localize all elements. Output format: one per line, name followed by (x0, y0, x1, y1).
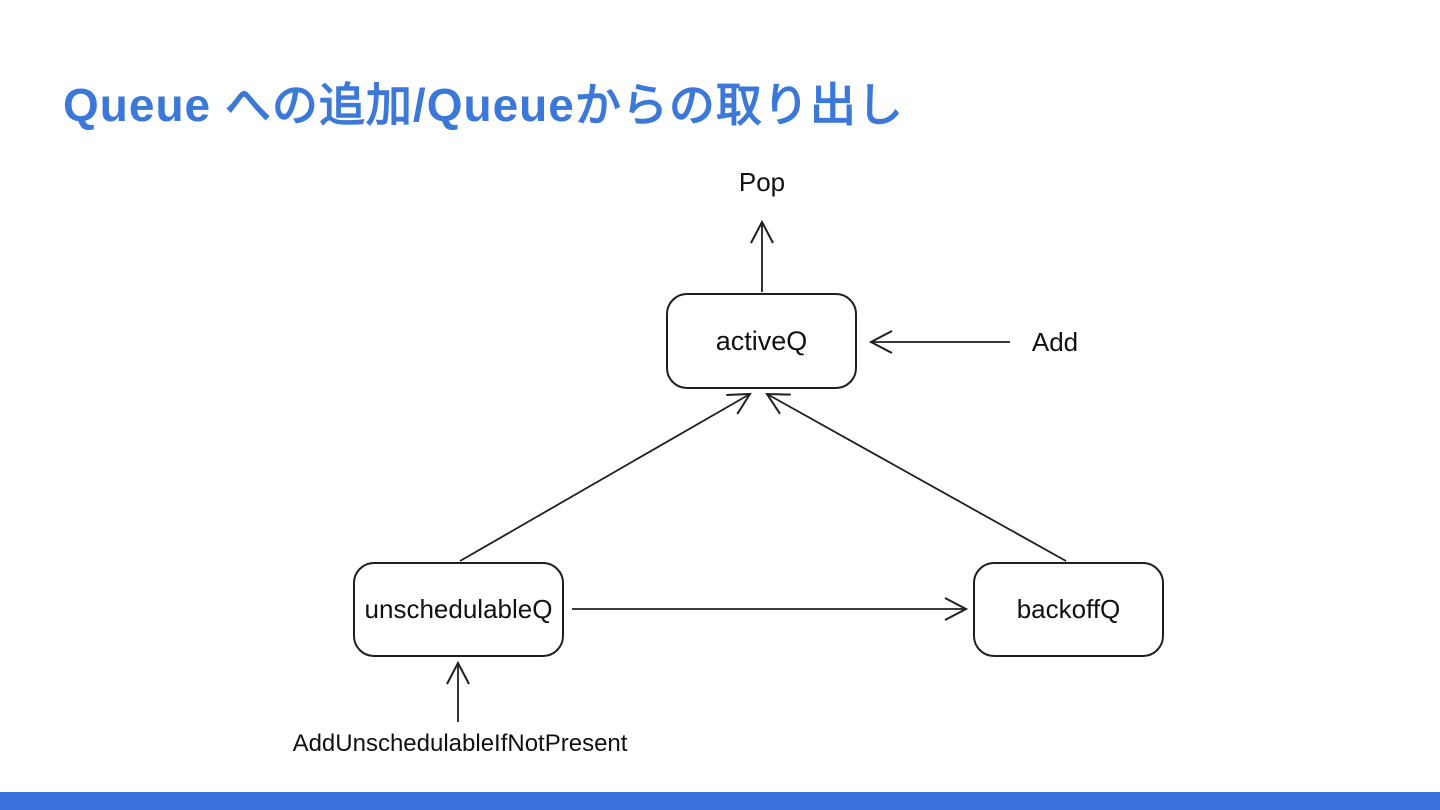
slide-title: Queue への追加/Queueからの取り出し (63, 79, 904, 131)
node-activeq: activeQ (666, 293, 857, 389)
edge-backoff-to-active-line (765, 392, 1067, 562)
node-unschedulableq: unschedulableQ (353, 562, 564, 657)
edge-unschedulable-to-active-line (459, 392, 752, 562)
edge-label-pop: Pop (738, 167, 786, 197)
edge-label-add: Add (1031, 327, 1079, 357)
node-unschedulableq-label: unschedulableQ (364, 594, 553, 624)
node-backoffq-label: backoffQ (1016, 594, 1121, 624)
node-activeq-label: activeQ (715, 325, 808, 356)
edge-label-add-unschedulable-if-not-present: AddUnschedulableIfNotPresent (292, 730, 628, 757)
node-backoffq: backoffQ (973, 562, 1164, 657)
footer-accent-bar (0, 792, 1440, 810)
